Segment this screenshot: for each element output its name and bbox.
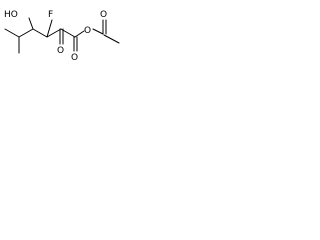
molecule-structure: HO F O O O O (4, 10, 120, 63)
atom-label-ester-carbonyl-oxygen: O (71, 53, 78, 63)
atom-label-acetyl-carbonyl-oxygen: O (100, 10, 107, 20)
bond-methyl-a (4, 28, 20, 38)
atom-label-ketone-oxygen: O (57, 46, 64, 56)
atom-label-hydroxyl: HO (4, 10, 18, 20)
bond-chf-ketone (46, 28, 62, 38)
atom-label-ester-oxygen: O (84, 26, 91, 36)
bond-choh-chf (32, 28, 48, 38)
bond-ketone-ester (60, 28, 76, 38)
bond-chf-f (46, 19, 53, 38)
bond-choh-oh (28, 17, 34, 30)
bond-ester-oxygen (74, 30, 85, 38)
bond-isopropyl-choh (18, 28, 34, 38)
bond-acetyl-methyl (103, 34, 120, 44)
atom-label-fluorine: F (48, 10, 53, 20)
bond-oxygen-acetyl (92, 28, 104, 35)
